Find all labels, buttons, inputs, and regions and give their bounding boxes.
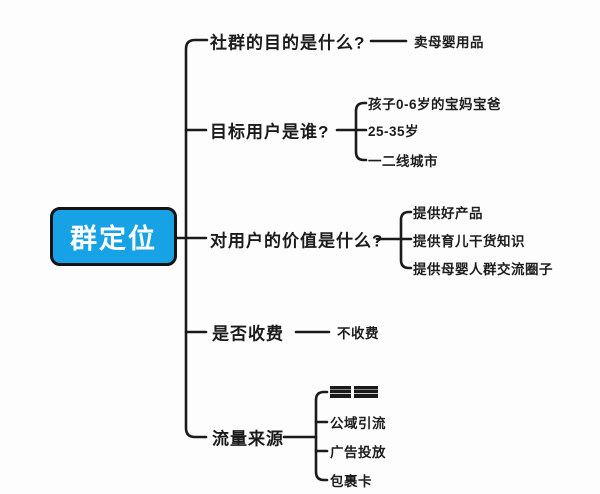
branch2-bracket bbox=[354, 101, 368, 162]
branch-user-value: 对用户的价值是什么? bbox=[210, 231, 384, 251]
child-parenting-knowledge: 提供育儿干货知识 bbox=[413, 234, 525, 249]
child-ad-placement: 广告投放 bbox=[330, 445, 386, 460]
child-age-25-35: 25-35岁 bbox=[368, 124, 420, 139]
branch3-bracket bbox=[399, 210, 413, 270]
child-redacted-text bbox=[330, 386, 378, 398]
child-public-domain-traffic: 公域引流 bbox=[330, 416, 386, 431]
root-node: 群定位 bbox=[50, 207, 177, 266]
branch5-bracket bbox=[314, 390, 329, 482]
branch-charging: 是否收费 bbox=[212, 324, 284, 344]
child-parents-of-0-6: 孩子0-6岁的宝妈宝爸 bbox=[368, 97, 502, 112]
branch-traffic-source: 流量来源 bbox=[212, 429, 284, 449]
child-no-charge: 不收费 bbox=[337, 326, 379, 341]
branch-target-users: 目标用户是谁? bbox=[210, 122, 330, 142]
child-community-circle: 提供母婴人群交流圈子 bbox=[413, 262, 553, 277]
branch-purpose: 社群的目的是什么? bbox=[210, 33, 366, 53]
child-sell-mother-baby-products: 卖母婴用品 bbox=[414, 35, 484, 50]
child-tier1-tier2-cities: 一二线城市 bbox=[368, 154, 438, 169]
root-label: 群定位 bbox=[70, 224, 157, 254]
child-good-products: 提供好产品 bbox=[413, 206, 483, 221]
child-package-card: 包裹卡 bbox=[330, 474, 372, 489]
